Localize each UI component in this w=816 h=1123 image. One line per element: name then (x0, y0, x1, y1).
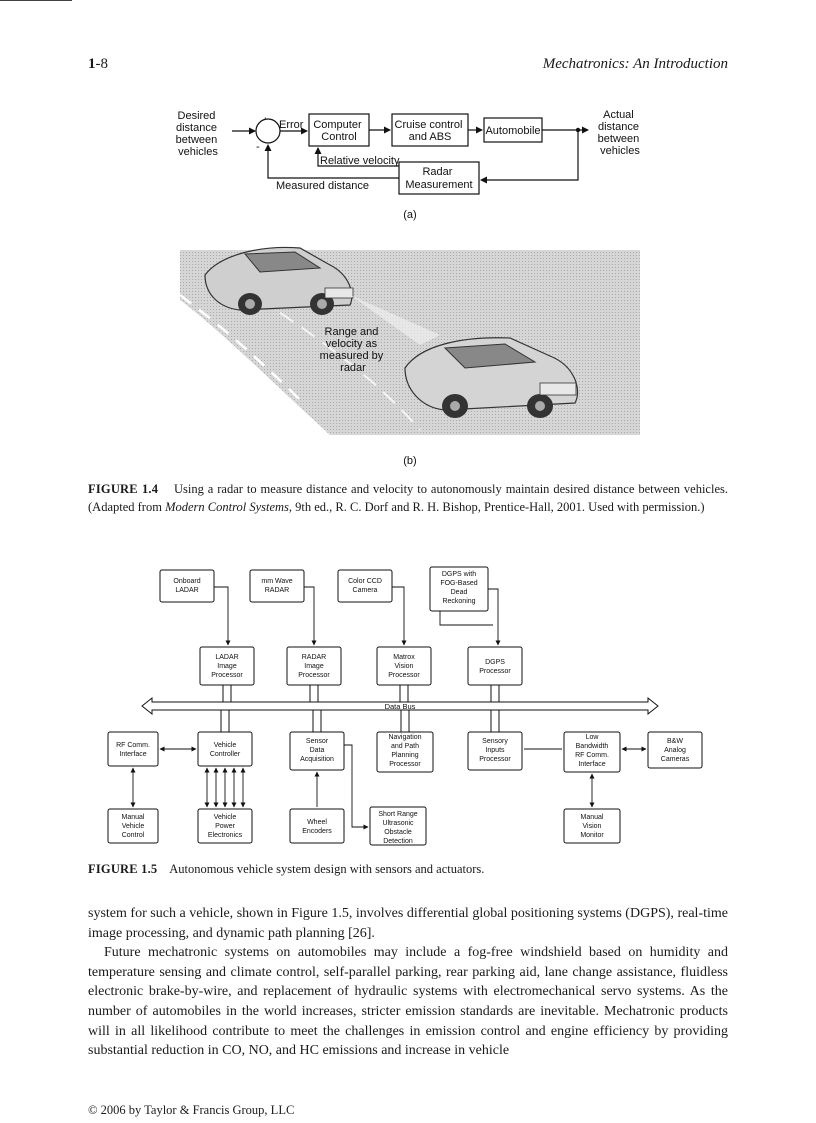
svg-text:Cruise control and ABS: Cruise control and ABS (395, 119, 466, 143)
panel-b-label: (b) (403, 455, 416, 467)
figure-1-5-caption: FIGURE 1.5 Autonomous vehicle system des… (88, 862, 485, 876)
data-bus (141, 696, 659, 716)
summing-junction (255, 118, 281, 144)
cruise-control-block (391, 113, 469, 147)
page-number: 1-8 (88, 56, 108, 72)
paragraph-2: Future mechatronic systems on automobile… (88, 945, 728, 1059)
svg-text:Automobile: Automobile (485, 125, 540, 137)
paragraph-1: system for such a vehicle, shown in Figu… (88, 906, 728, 941)
panel-a-label: (a) (403, 209, 416, 221)
relative-velocity-label: Relative velocity (320, 155, 400, 167)
front-car (404, 337, 579, 418)
error-label: Error (279, 119, 304, 131)
minus-sign: - (256, 141, 260, 153)
body-text: system for such a vehicle, shown in Figu… (88, 904, 728, 1061)
computer-control-block (308, 113, 370, 147)
running-title: Mechatronics: An Introduction (542, 56, 728, 72)
measured-distance-label: Measured distance (276, 180, 369, 192)
rf-comm-box: RF Comm.Interface (116, 742, 150, 758)
figure-1-4b-illustration: Range and velocity as measured by radar … (180, 246, 640, 467)
radar-note: Range and velocity as measured by radar (320, 326, 387, 374)
data-bus-label: Data Bus (385, 702, 416, 711)
figure-1-4a-block-diagram: Desired distance between vehicles + - Er… (176, 109, 643, 221)
top-rule (0, 0, 72, 1)
svg-text:Radar Measurement: Radar Measurement (405, 166, 472, 191)
svg-text:Computer Control: Computer Control (313, 119, 364, 143)
figure-1-4-caption: FIGURE 1.4 Using a radar to measure dist… (88, 482, 728, 514)
input-label: Desired distance between vehicles (176, 110, 221, 158)
rear-car (204, 246, 354, 315)
copyright-footer: © 2006 by Taylor & Francis Group, LLC (88, 1103, 295, 1117)
radar-measurement-block (398, 161, 480, 195)
output-label: Actual distance between vehicles (598, 109, 643, 157)
